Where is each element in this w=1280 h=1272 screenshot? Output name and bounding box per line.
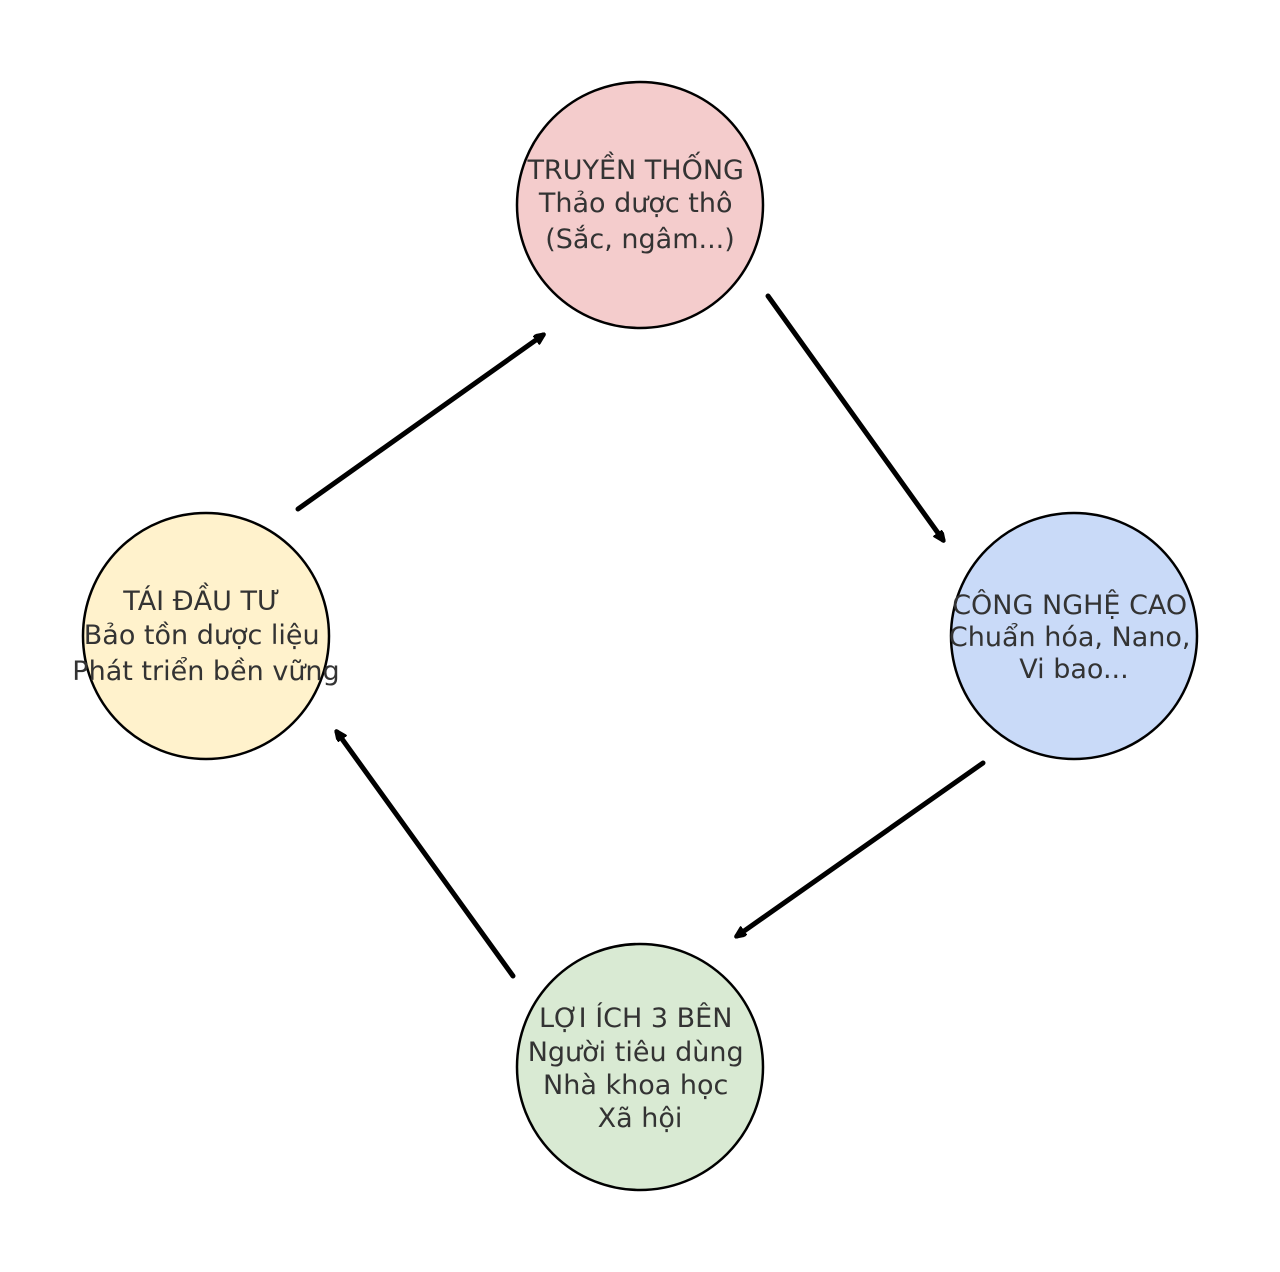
arrow-tai-dau-tu-to-truyen-thong <box>295 335 543 512</box>
node-title: CÔNG NGHỆ CAO <box>952 589 1187 621</box>
arrow-truyen-thong-to-cong-nghe-cao <box>765 293 943 540</box>
node-label: CÔNG NGHỆ CAO Chuẩn hóa, Nano, Vi bao... <box>949 589 1199 685</box>
node-circle <box>515 80 765 330</box>
node-line: Xã hội <box>598 1103 683 1134</box>
node-tai-dau-tu: TÁI ĐẦU TƯ Bảo tồn dược liệu Phát triển … <box>72 511 340 761</box>
node-title: LỢI ÍCH 3 BÊN <box>539 1002 732 1034</box>
node-line: Thảo dược thô <box>538 188 733 219</box>
node-line: Bảo tồn dược liệu <box>84 620 320 651</box>
edges-layer <box>295 293 986 979</box>
node-title: TÁI ĐẦU TƯ <box>122 582 280 617</box>
arrow-cong-nghe-cao-to-loi-ich <box>737 760 986 936</box>
node-circle <box>81 511 331 761</box>
node-truyen-thong: TRUYỀN THỐNG Thảo dược thô (Sắc, ngâm...… <box>515 80 765 330</box>
node-line: Nhà khoa học <box>543 1070 728 1101</box>
node-title: TRUYỀN THỐNG <box>526 151 744 186</box>
node-line: (Sắc, ngâm...) <box>545 224 735 255</box>
node-cong-nghe-cao: CÔNG NGHỆ CAO Chuẩn hóa, Nano, Vi bao... <box>949 511 1199 761</box>
node-line: Người tiêu dùng <box>528 1037 744 1068</box>
node-label: TRUYỀN THỐNG Thảo dược thô (Sắc, ngâm...… <box>526 151 752 255</box>
node-line: Chuẩn hóa, Nano, <box>949 622 1191 653</box>
node-loi-ich-3-ben: LỢI ÍCH 3 BÊN Người tiêu dùng Nhà khoa h… <box>515 942 765 1192</box>
arrow-loi-ich-to-tai-dau-tu <box>337 732 516 979</box>
node-line: Phát triển bền vững <box>72 656 339 687</box>
node-label: TÁI ĐẦU TƯ Bảo tồn dược liệu Phát triển … <box>72 582 339 687</box>
node-circle <box>949 511 1199 761</box>
node-circle <box>515 942 765 1192</box>
node-label: LỢI ÍCH 3 BÊN Người tiêu dùng Nhà khoa h… <box>528 1002 753 1134</box>
node-line: Vi bao... <box>1019 654 1128 685</box>
